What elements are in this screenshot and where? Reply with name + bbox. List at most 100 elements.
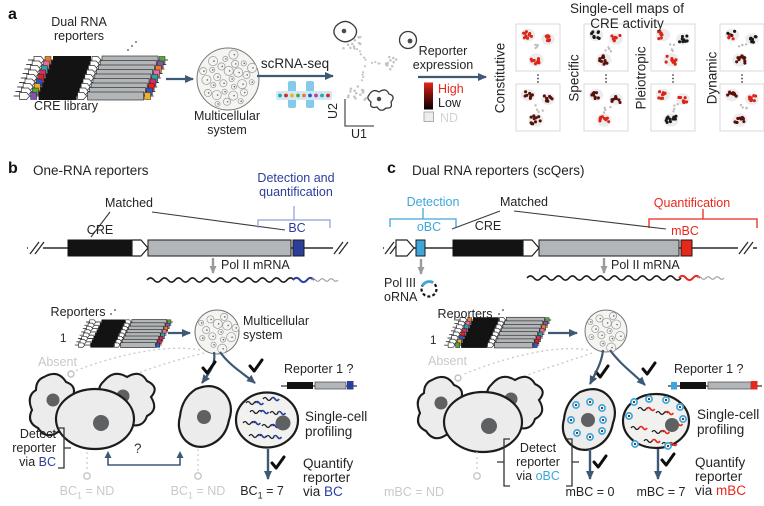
reporter-one-c: 1 bbox=[430, 335, 437, 347]
question-mark: ? bbox=[134, 441, 142, 456]
reporter-construct-c bbox=[383, 239, 757, 257]
bc-ref: BC bbox=[38, 455, 56, 469]
bc-label: BC bbox=[288, 221, 306, 235]
obc-label: oBC bbox=[416, 220, 442, 234]
umap-plot bbox=[342, 34, 398, 101]
quantify-line1-c: Quantify bbox=[695, 455, 746, 470]
panel-a-label: a bbox=[8, 6, 17, 23]
multicellular-system-blob bbox=[196, 47, 260, 111]
bc-equals-7: BC1 = 7 bbox=[240, 484, 284, 501]
obc-ref: oBC bbox=[535, 469, 560, 483]
detect-line2-b: reporter bbox=[12, 441, 56, 455]
nd-legend-swatch bbox=[423, 111, 434, 122]
panel-b-title: One-RNA reporters bbox=[33, 163, 149, 178]
promoter-icon-c bbox=[522, 239, 540, 257]
detect-line1-b: Detect bbox=[19, 427, 56, 441]
matched-label-c: Matched bbox=[500, 195, 548, 209]
profiled-cell-c bbox=[621, 392, 691, 450]
legend-low: Low bbox=[438, 96, 461, 110]
cre-library-label: CRE library bbox=[34, 99, 98, 113]
reporter-library-stack bbox=[13, 55, 168, 101]
panel-c-label: c bbox=[387, 160, 396, 177]
expression-legend bbox=[423, 82, 434, 122]
obc-dots-in-cell bbox=[567, 398, 607, 441]
reporters-label-c: Reporters bbox=[437, 307, 493, 321]
pol2-mrna-squiggle-c bbox=[526, 274, 725, 282]
quantify-line2-c: reporter bbox=[695, 469, 743, 484]
detection-bracket-c bbox=[389, 208, 457, 227]
quantification-label-c: Quantification bbox=[653, 196, 731, 210]
detect-line1-c: Detect bbox=[519, 441, 557, 455]
detection-label-c: Detection bbox=[406, 195, 460, 209]
nd-dotted-b bbox=[83, 449, 202, 480]
quantification-bracket-c bbox=[648, 209, 758, 228]
map-label-constitutive: Constitutive bbox=[492, 42, 508, 114]
detect-bracket-b bbox=[58, 427, 71, 469]
matched-lines-b bbox=[90, 211, 286, 238]
pol3-label: Pol III oRNA bbox=[384, 276, 418, 304]
transcript-box bbox=[147, 239, 292, 257]
mbc-equals-7: mBC = 7 bbox=[636, 485, 686, 499]
matched-label-b: Matched bbox=[105, 196, 153, 210]
pol3-promoter-icon bbox=[395, 239, 415, 257]
reporter1-label-c: Reporter 1 ? bbox=[674, 362, 744, 376]
map-label-specific: Specific bbox=[566, 54, 582, 102]
absent-label-b: Absent bbox=[38, 355, 77, 369]
multicellular-system-blob-b bbox=[194, 309, 240, 355]
undetected-cells-cluster bbox=[28, 372, 156, 451]
bc-nd-mid: BC1 = ND bbox=[170, 484, 226, 501]
umap-x-label: U1 bbox=[351, 127, 367, 141]
multicellular-system-blob-c bbox=[584, 309, 628, 353]
transcript-box-c bbox=[538, 239, 680, 257]
question-arrow bbox=[104, 451, 184, 466]
panel-c-title: Dual RNA reporters (scQers) bbox=[412, 163, 585, 178]
microfluidic-chip-icon bbox=[276, 81, 332, 108]
quantify-line2-b: reporter bbox=[303, 470, 351, 485]
quantify-line3-b: via BC bbox=[303, 484, 343, 499]
umap-y-label: U2 bbox=[326, 103, 340, 119]
multicellular-system-label-b: Multicellular system bbox=[243, 314, 309, 342]
reporter-expression-label: Reporter expression bbox=[412, 44, 474, 72]
reporters-stack-c bbox=[444, 316, 552, 349]
detection-quant-bracket bbox=[257, 206, 331, 228]
quantify-line1-b: Quantify bbox=[303, 456, 354, 471]
matched-lines-c bbox=[451, 210, 667, 230]
orna-circle-icon bbox=[420, 280, 438, 298]
bc-ref2: BC bbox=[324, 484, 343, 499]
detect-brackets-c bbox=[497, 438, 579, 487]
map-label-pleiotropic: Pleiotropic bbox=[633, 46, 649, 110]
umap-axes bbox=[344, 99, 374, 127]
multicellular-system-label-a: Multicellular system bbox=[194, 109, 260, 137]
bc-box bbox=[292, 239, 305, 257]
cre-label-b: CRE bbox=[86, 223, 114, 237]
maps-title: Single-cell maps of CRE activity bbox=[569, 1, 685, 32]
reporter-one-b: 1 bbox=[60, 333, 67, 345]
reporter1-construct-c bbox=[668, 381, 762, 390]
detect-line3-b: via BC bbox=[19, 455, 56, 469]
reporters-stack-b bbox=[74, 319, 173, 348]
bc-nd-left: BC1 = ND bbox=[59, 484, 115, 501]
cre-box bbox=[67, 239, 133, 257]
nd-dotted-c bbox=[473, 452, 481, 480]
pol2-label-c: Pol II mRNA bbox=[611, 258, 680, 272]
reporter1-label-b: Reporter 1 ? bbox=[284, 362, 354, 376]
cre-label-c: CRE bbox=[474, 219, 502, 233]
cre-activity-maps bbox=[515, 23, 764, 132]
quantify-line3-c: via mBC bbox=[695, 483, 747, 498]
mbc-box bbox=[680, 239, 693, 257]
profiling-label-c: Single-cell profiling bbox=[697, 407, 760, 438]
cre-box-c bbox=[452, 239, 523, 257]
umap-cell-glyphs bbox=[333, 20, 418, 111]
mbc-ref: mBC bbox=[716, 483, 747, 498]
dual-rna-reporters-label: Dual RNA reporters bbox=[51, 15, 107, 43]
check-icons bbox=[201, 358, 676, 470]
absent-label-c: Absent bbox=[428, 354, 467, 368]
mbc-equals-0: mBC = 0 bbox=[565, 485, 615, 499]
split-arrows-c bbox=[589, 349, 646, 386]
detect-line3-c: via oBC bbox=[516, 469, 560, 483]
legend-high: High bbox=[438, 82, 464, 96]
scrnaseq-label: scRNA-seq bbox=[260, 56, 330, 71]
promoter-icon bbox=[131, 239, 149, 257]
pol2-mrna-squiggle-b bbox=[146, 276, 339, 284]
